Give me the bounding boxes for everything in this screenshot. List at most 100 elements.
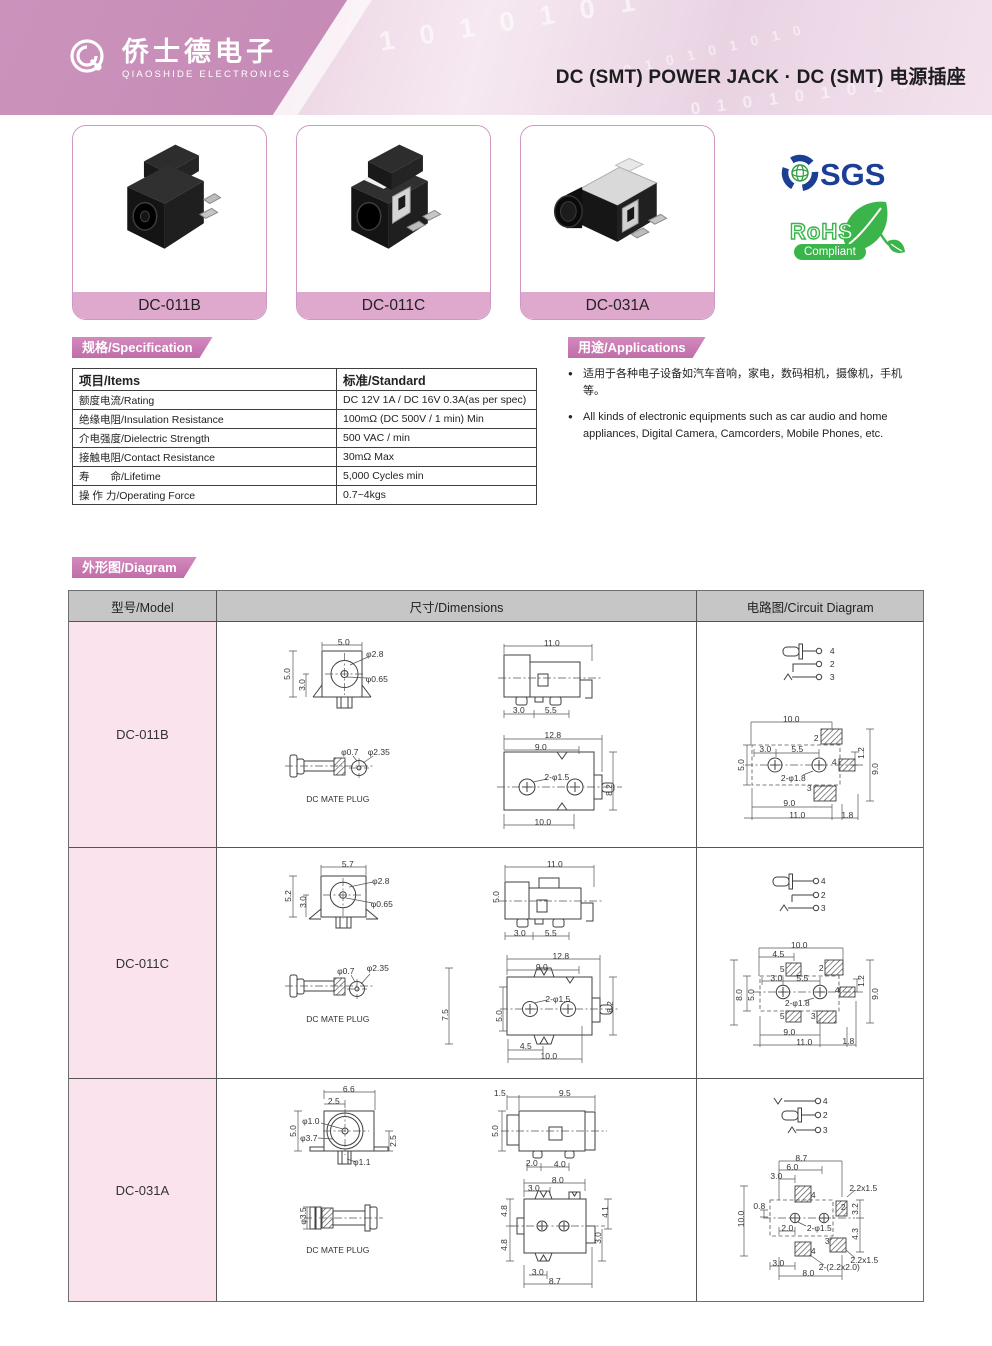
- dimension-label: φ0.7: [341, 746, 359, 757]
- dimension-label: 5.5: [544, 704, 557, 715]
- dimension-label: 8.2: [604, 1001, 615, 1013]
- rohs-logo: RoHS Compliant: [788, 201, 906, 269]
- dimension-label: 10.0: [782, 713, 800, 724]
- spec-value: 0.7~4kgs: [336, 485, 537, 505]
- dimension-label: 2-(2.2x2.0): [818, 1261, 860, 1272]
- spec-value: 5,000 Cycles min: [336, 466, 537, 486]
- product-photo-dc011c: [351, 144, 442, 249]
- dimension-label: 10.0: [790, 939, 808, 950]
- dimension-label: 3.0: [297, 896, 308, 908]
- leaf-icon: [843, 201, 905, 253]
- dimension-label: 5.0: [490, 891, 501, 903]
- dimension-label: 10.0: [540, 1050, 558, 1061]
- dimension-label: φ0.65: [365, 673, 388, 684]
- logo-q-icon: [70, 39, 104, 73]
- dimension-label: 5.0: [337, 636, 350, 647]
- company-name-cn: 侨士德电子: [122, 36, 277, 67]
- page-title: DC (SMT) POWER JACK · DC (SMT) 电源插座: [555, 67, 966, 88]
- dimension-label: 3: [824, 1235, 830, 1246]
- dimension-label: 3: [806, 782, 812, 793]
- spec-item: 额度电流/Rating: [72, 390, 337, 410]
- spec-header-items: 项目/Items: [72, 368, 337, 391]
- dimension-label: 1.2: [856, 747, 867, 759]
- diagram-header-dimensions: 尺寸/Dimensions: [217, 591, 698, 621]
- dimension-label: 12.8: [552, 950, 570, 961]
- dimension-label: 2.0: [525, 1157, 538, 1168]
- spec-value: DC 12V 1A / DC 16V 0.3A(as per spec): [336, 390, 537, 410]
- diagram-header-model: 型号/Model: [69, 591, 217, 621]
- dimension-label: 4.5: [519, 1040, 532, 1051]
- circuit-line-art: [743, 643, 875, 820]
- dimension-label: 11.0: [546, 858, 563, 869]
- company-name-en: QIAOSHIDE ELECTRONICS: [122, 68, 292, 80]
- dimension-label: 3.2: [850, 1203, 861, 1215]
- dimension-label: φ3.5: [297, 1207, 308, 1225]
- dimension-label: 5.0: [287, 1125, 298, 1137]
- dimension-label: 2.2x1.5: [849, 1182, 878, 1193]
- circuit-line-art: [740, 1097, 865, 1280]
- dimension-label: φ1.1: [353, 1156, 371, 1167]
- dimension-label: DC MATE PLUG: [306, 793, 370, 804]
- dimension-label: 2: [822, 1109, 828, 1120]
- dimension-label: 2: [829, 658, 835, 669]
- dimension-label: 2-φ1.5: [545, 993, 571, 1004]
- dimension-label: 9.0: [783, 1026, 796, 1037]
- dimension-label: 2: [813, 732, 819, 743]
- model-cell: DC-011B: [69, 622, 217, 847]
- dimension-label: 5.5: [796, 972, 809, 983]
- circuit-line-art: [730, 873, 875, 1047]
- dimension-label: 9.0: [870, 988, 881, 1000]
- dimension-label: 2-φ1.5: [806, 1222, 832, 1233]
- dimension-label: 4.8: [498, 1239, 509, 1251]
- product-photo-dc011b: [127, 144, 222, 249]
- dimension-label: 3: [810, 1010, 816, 1021]
- dimension-label: 3.0: [512, 704, 525, 715]
- dimension-label: 8.7: [795, 1152, 808, 1163]
- dimension-label: 5.5: [791, 743, 804, 754]
- diagram-row-dc031a: DC-031A: [69, 1079, 923, 1301]
- dimension-label: 0.8: [753, 1200, 766, 1211]
- dimension-label: 9.0: [534, 741, 547, 752]
- dimension-label: 5.5: [544, 927, 557, 938]
- spec-value: 100mΩ (DC 500V / 1 min) Min: [336, 409, 537, 429]
- dimension-label: φ0.7: [337, 965, 355, 976]
- dimension-label: 10.0: [534, 816, 552, 827]
- company-logo: 侨士德电子 QIAOSHIDE ELECTRONICS: [66, 36, 291, 82]
- dimension-label: 5.0: [281, 668, 292, 680]
- dimension-label: 2.5: [327, 1095, 340, 1106]
- dimension-label: 2: [820, 889, 826, 900]
- dimension-label: 9.0: [535, 961, 548, 972]
- spec-header-row: 项目/Items 标准/Standard: [72, 368, 537, 391]
- dimension-label: 6.0: [786, 1161, 799, 1172]
- applications-list: 适用于各种电子设备如汽车音响，家电，数码相机，摄像机，手机等。All kinds…: [568, 366, 920, 452]
- dimension-label: φ0.65: [370, 898, 393, 909]
- dimension-label: 3.0: [772, 1257, 785, 1268]
- product-model-label: DC-031A: [521, 292, 714, 319]
- spec-item: 介电强度/Dielectric Strength: [72, 428, 337, 448]
- diagram-row-dc011b: DC-011B: [69, 622, 923, 848]
- dimension-label: 3.0: [759, 743, 772, 754]
- dimension-label: DC MATE PLUG: [306, 1013, 370, 1024]
- spec-item: 接触电阻/Contact Resistance: [72, 447, 337, 467]
- model-cell: DC-031A: [69, 1079, 217, 1301]
- dimension-label: 2: [818, 962, 824, 973]
- dimension-label: 4: [829, 645, 835, 656]
- dimension-label: 8.0: [802, 1267, 815, 1278]
- product-card-dc031a: DC-031A: [520, 125, 715, 320]
- dimension-label: 5.2: [282, 890, 293, 902]
- dimension-label: 4.0: [553, 1158, 566, 1169]
- dimension-label: φ2.8: [366, 648, 384, 659]
- dimension-label: 11.0: [796, 1036, 813, 1047]
- spec-value: 500 VAC / min: [336, 428, 537, 448]
- dimensions-line-art: [293, 1090, 612, 1288]
- dimension-label: 5.7: [341, 858, 354, 869]
- dimension-label: 3.0: [513, 927, 526, 938]
- dimensions-line-art: [284, 865, 619, 1063]
